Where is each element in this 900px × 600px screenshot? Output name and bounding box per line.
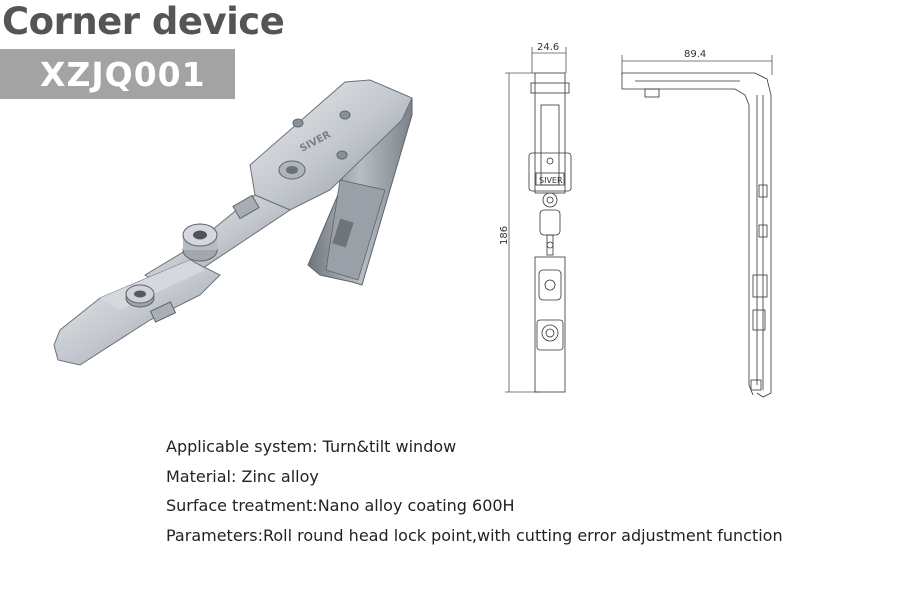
product-photo: SIVER bbox=[53, 79, 413, 366]
height-dimension: 186 bbox=[499, 226, 510, 245]
front-width-dimension: 24.6 bbox=[537, 42, 559, 53]
spec-parameters: Parameters:Roll round head lock point,wi… bbox=[166, 525, 783, 545]
lower-tongue bbox=[53, 259, 221, 366]
side-width-dimension: 89.4 bbox=[684, 49, 706, 60]
spec-surface-treatment: Surface treatment:Nano alloy coating 600… bbox=[166, 496, 515, 515]
model-number: XZJQ001 bbox=[40, 55, 206, 94]
technical-drawing: 24.6 186 SIVER 89.4 bbox=[499, 42, 773, 398]
spec-list: Applicable system: Turn&tilt window Mate… bbox=[166, 432, 783, 550]
model-badge: XZJQ001 bbox=[0, 49, 235, 99]
side-view bbox=[621, 72, 772, 398]
front-view: SIVER bbox=[528, 72, 572, 393]
spec-material: Material: Zinc alloy bbox=[166, 466, 319, 486]
drawing-brand-mark: SIVER bbox=[539, 176, 563, 185]
spec-applicable-system: Applicable system: Turn&tilt window bbox=[166, 437, 457, 456]
page-title: Corner device bbox=[2, 0, 285, 43]
